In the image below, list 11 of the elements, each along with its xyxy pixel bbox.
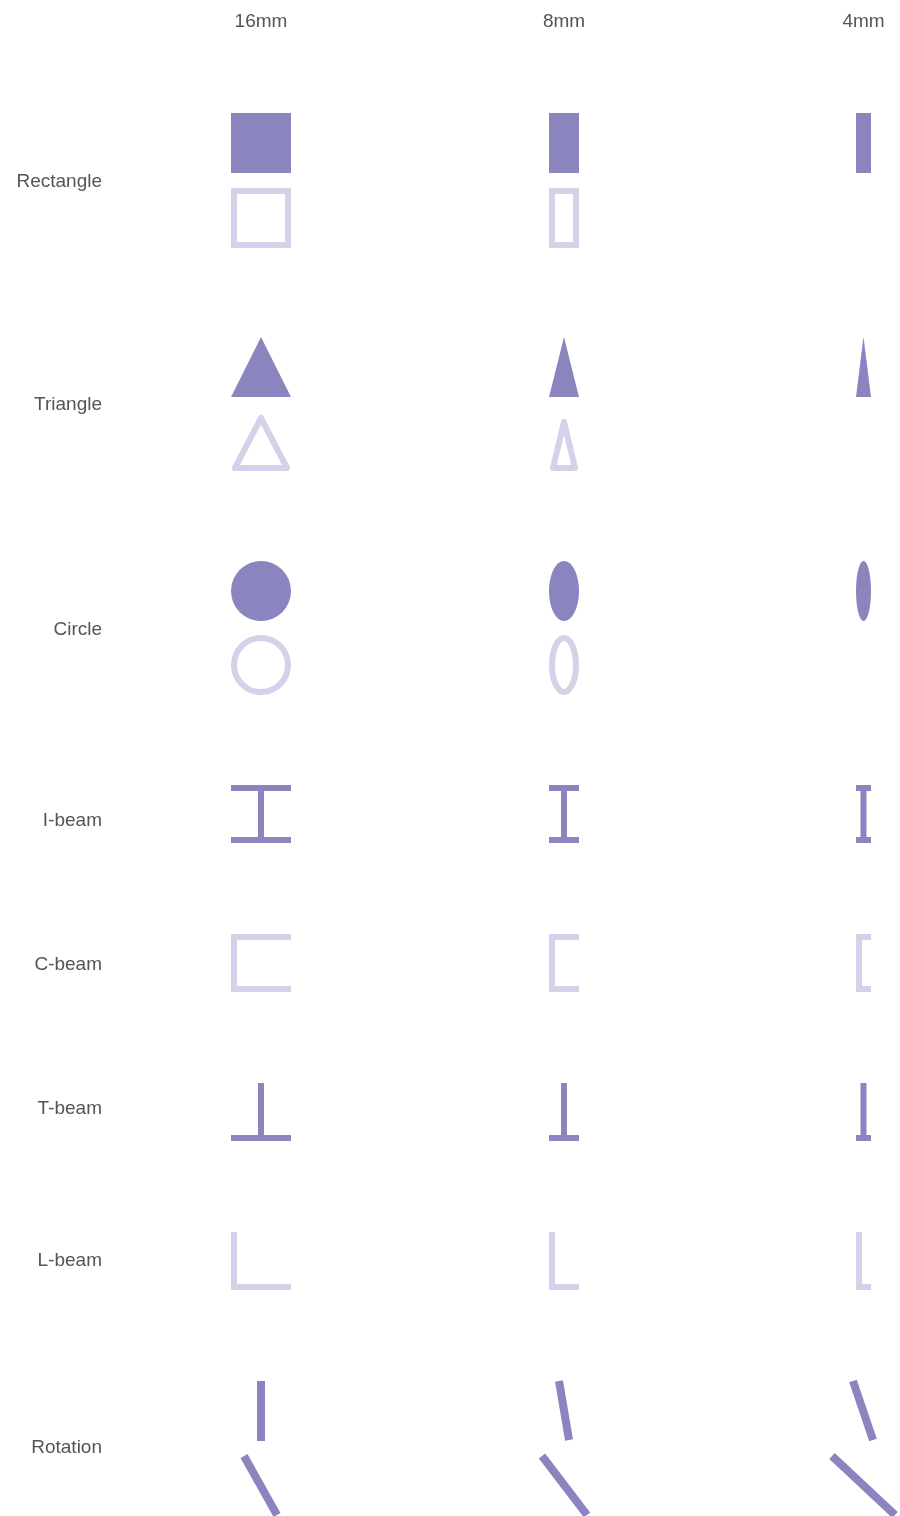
column-heading: 16mm — [234, 10, 288, 32]
row-label: L-beam — [37, 1249, 102, 1271]
column-heading: 8mm — [542, 10, 586, 32]
row-label: Triangle — [34, 393, 102, 415]
row-label: C-beam — [34, 953, 102, 975]
row-label: I-beam — [42, 809, 102, 831]
column-heading: 4mm — [842, 10, 885, 32]
row-label: T-beam — [37, 1097, 102, 1119]
row-label: Rotation — [31, 1436, 102, 1458]
row-label: Rectangle — [16, 170, 102, 192]
row-label: Circle — [53, 618, 102, 640]
